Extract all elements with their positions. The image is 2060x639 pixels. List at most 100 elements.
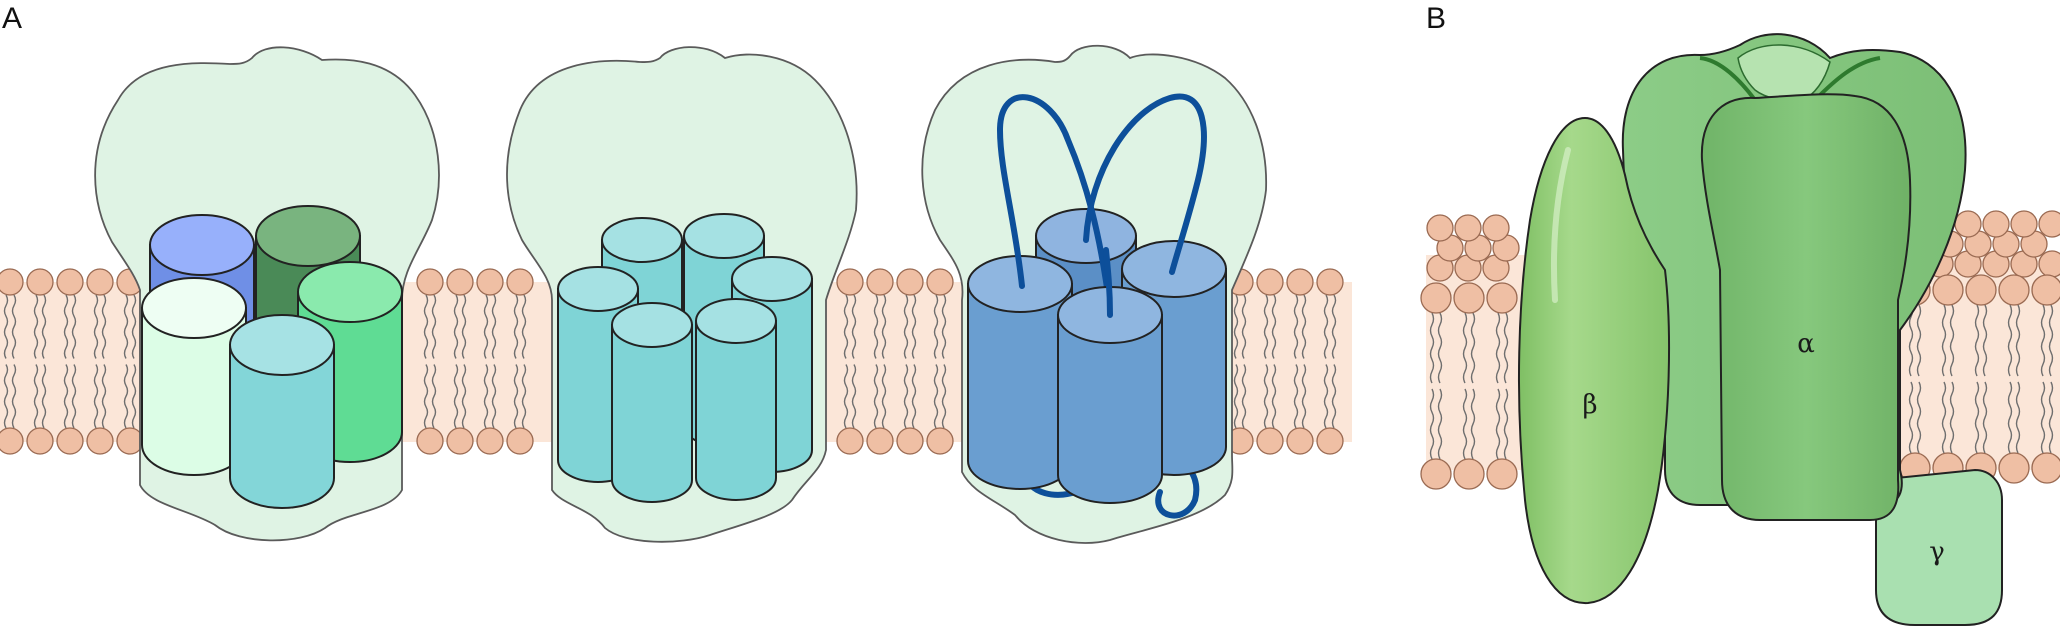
lipid-tail: [851, 294, 857, 359]
alpha-front: [1700, 93, 1912, 521]
lipid-head: [1486, 458, 1518, 490]
lipid-tail: [1429, 388, 1435, 460]
beta-highlight: [1550, 147, 1571, 303]
lipid-head: [926, 268, 954, 296]
lipid-tail: [873, 364, 879, 429]
beta-label: β: [1582, 390, 1597, 420]
lipid-tail: [2015, 381, 2021, 454]
lipid-tail: [1263, 364, 1269, 429]
lipid-tail: [1974, 381, 1980, 454]
lipid-tail: [41, 364, 47, 429]
lipid-tail: [1949, 381, 1955, 454]
lipid-tail: [3, 364, 9, 429]
lipid-head: [836, 427, 864, 455]
lipid-head: [1998, 452, 2030, 484]
cylinder-steel-front: [1057, 286, 1163, 504]
lipid-tail: [1495, 312, 1501, 384]
lipid-tail: [2040, 304, 2046, 377]
gamma-label: γ: [1929, 537, 1945, 567]
lipid-head: [26, 268, 54, 296]
lipid-tail: [903, 364, 909, 429]
lipid-tail: [71, 364, 77, 429]
lipid-tail: [1462, 312, 1468, 384]
cylinder-pale: [141, 277, 247, 476]
lipid-tail: [933, 294, 939, 359]
lipid-head: [2031, 274, 2060, 306]
lipid-head: [1482, 214, 1510, 242]
lipid-tail: [2040, 381, 2046, 454]
lipid-tail: [431, 364, 437, 429]
lipid-tail: [491, 364, 497, 429]
lipid-tail: [431, 294, 437, 359]
lipid-head: [866, 268, 894, 296]
lipid-tail: [1293, 294, 1299, 359]
lipid-tail: [101, 364, 107, 429]
lipid-head: [0, 268, 24, 296]
lipid-tail: [1293, 364, 1299, 429]
lipid-tail: [63, 364, 69, 429]
lipid-head: [1286, 268, 1314, 296]
panel-b: B γ α β: [1420, 2, 2060, 626]
lipid-tail: [1982, 381, 1988, 454]
lipid-tail: [1271, 294, 1277, 359]
lipid-tail: [843, 364, 849, 429]
lipid-tail: [1916, 381, 1922, 454]
lipid-head: [1420, 282, 1452, 314]
panel-a: A: [0, 2, 1352, 544]
panel-a-label: A: [2, 2, 22, 35]
lipid-tail: [941, 364, 947, 429]
lipid-tail: [1470, 388, 1476, 460]
lipid-tail: [1462, 388, 1468, 460]
lipid-head: [1453, 282, 1485, 314]
lipid-tail: [1916, 304, 1922, 377]
lipid-head: [1286, 427, 1314, 455]
lipid-tail: [933, 364, 939, 429]
gamma-shape: [1875, 468, 2003, 626]
lipid-tail: [1263, 294, 1269, 359]
lipid-tail: [843, 294, 849, 359]
alpha-label: α: [1797, 329, 1815, 359]
lipid-tail: [1941, 381, 1947, 454]
lipid-tail: [1331, 364, 1337, 429]
lipid-tail: [521, 294, 527, 359]
lipid-tail: [483, 364, 489, 429]
membrane-a-tails: [3, 294, 1337, 429]
lipid-head: [1486, 282, 1518, 314]
lipid-head: [2031, 452, 2060, 484]
lipid-tail: [1908, 304, 1914, 377]
lipid-tail: [1271, 364, 1277, 429]
lipid-tail: [1301, 364, 1307, 429]
lipid-head: [506, 268, 534, 296]
lipid-head: [1426, 214, 1454, 242]
lipid-tail: [1470, 312, 1476, 384]
lipid-head: [896, 427, 924, 455]
loop-upper-left: [996, 94, 1113, 313]
lipid-head: [2038, 210, 2060, 238]
lipid-tail: [2048, 381, 2054, 454]
lipid-head: [1998, 274, 2030, 306]
lipid-head: [506, 427, 534, 455]
lipid-tail: [131, 294, 137, 359]
lipid-tail: [851, 364, 857, 429]
lipid-tail: [911, 364, 917, 429]
subunit-gamma: γ: [1875, 468, 2003, 626]
lipid-head: [896, 268, 924, 296]
channel-heteropentamer: [94, 46, 440, 542]
lipid-tail: [33, 294, 39, 359]
lipid-head: [1316, 427, 1344, 455]
lipid-tail: [2015, 304, 2021, 377]
lipid-head: [1954, 210, 1982, 238]
lipid-head: [416, 427, 444, 455]
lipid-tail: [33, 364, 39, 429]
lipid-tail: [1241, 294, 1247, 359]
lipid-tail: [1437, 388, 1443, 460]
lipid-tail: [11, 364, 17, 429]
lipid-head: [926, 427, 954, 455]
lipid-tail: [1974, 304, 1980, 377]
lipid-tail: [11, 294, 17, 359]
lipid-tail: [1323, 364, 1329, 429]
lipid-tail: [1233, 364, 1239, 429]
lipid-tail: [453, 294, 459, 359]
lipid-head: [0, 427, 24, 455]
